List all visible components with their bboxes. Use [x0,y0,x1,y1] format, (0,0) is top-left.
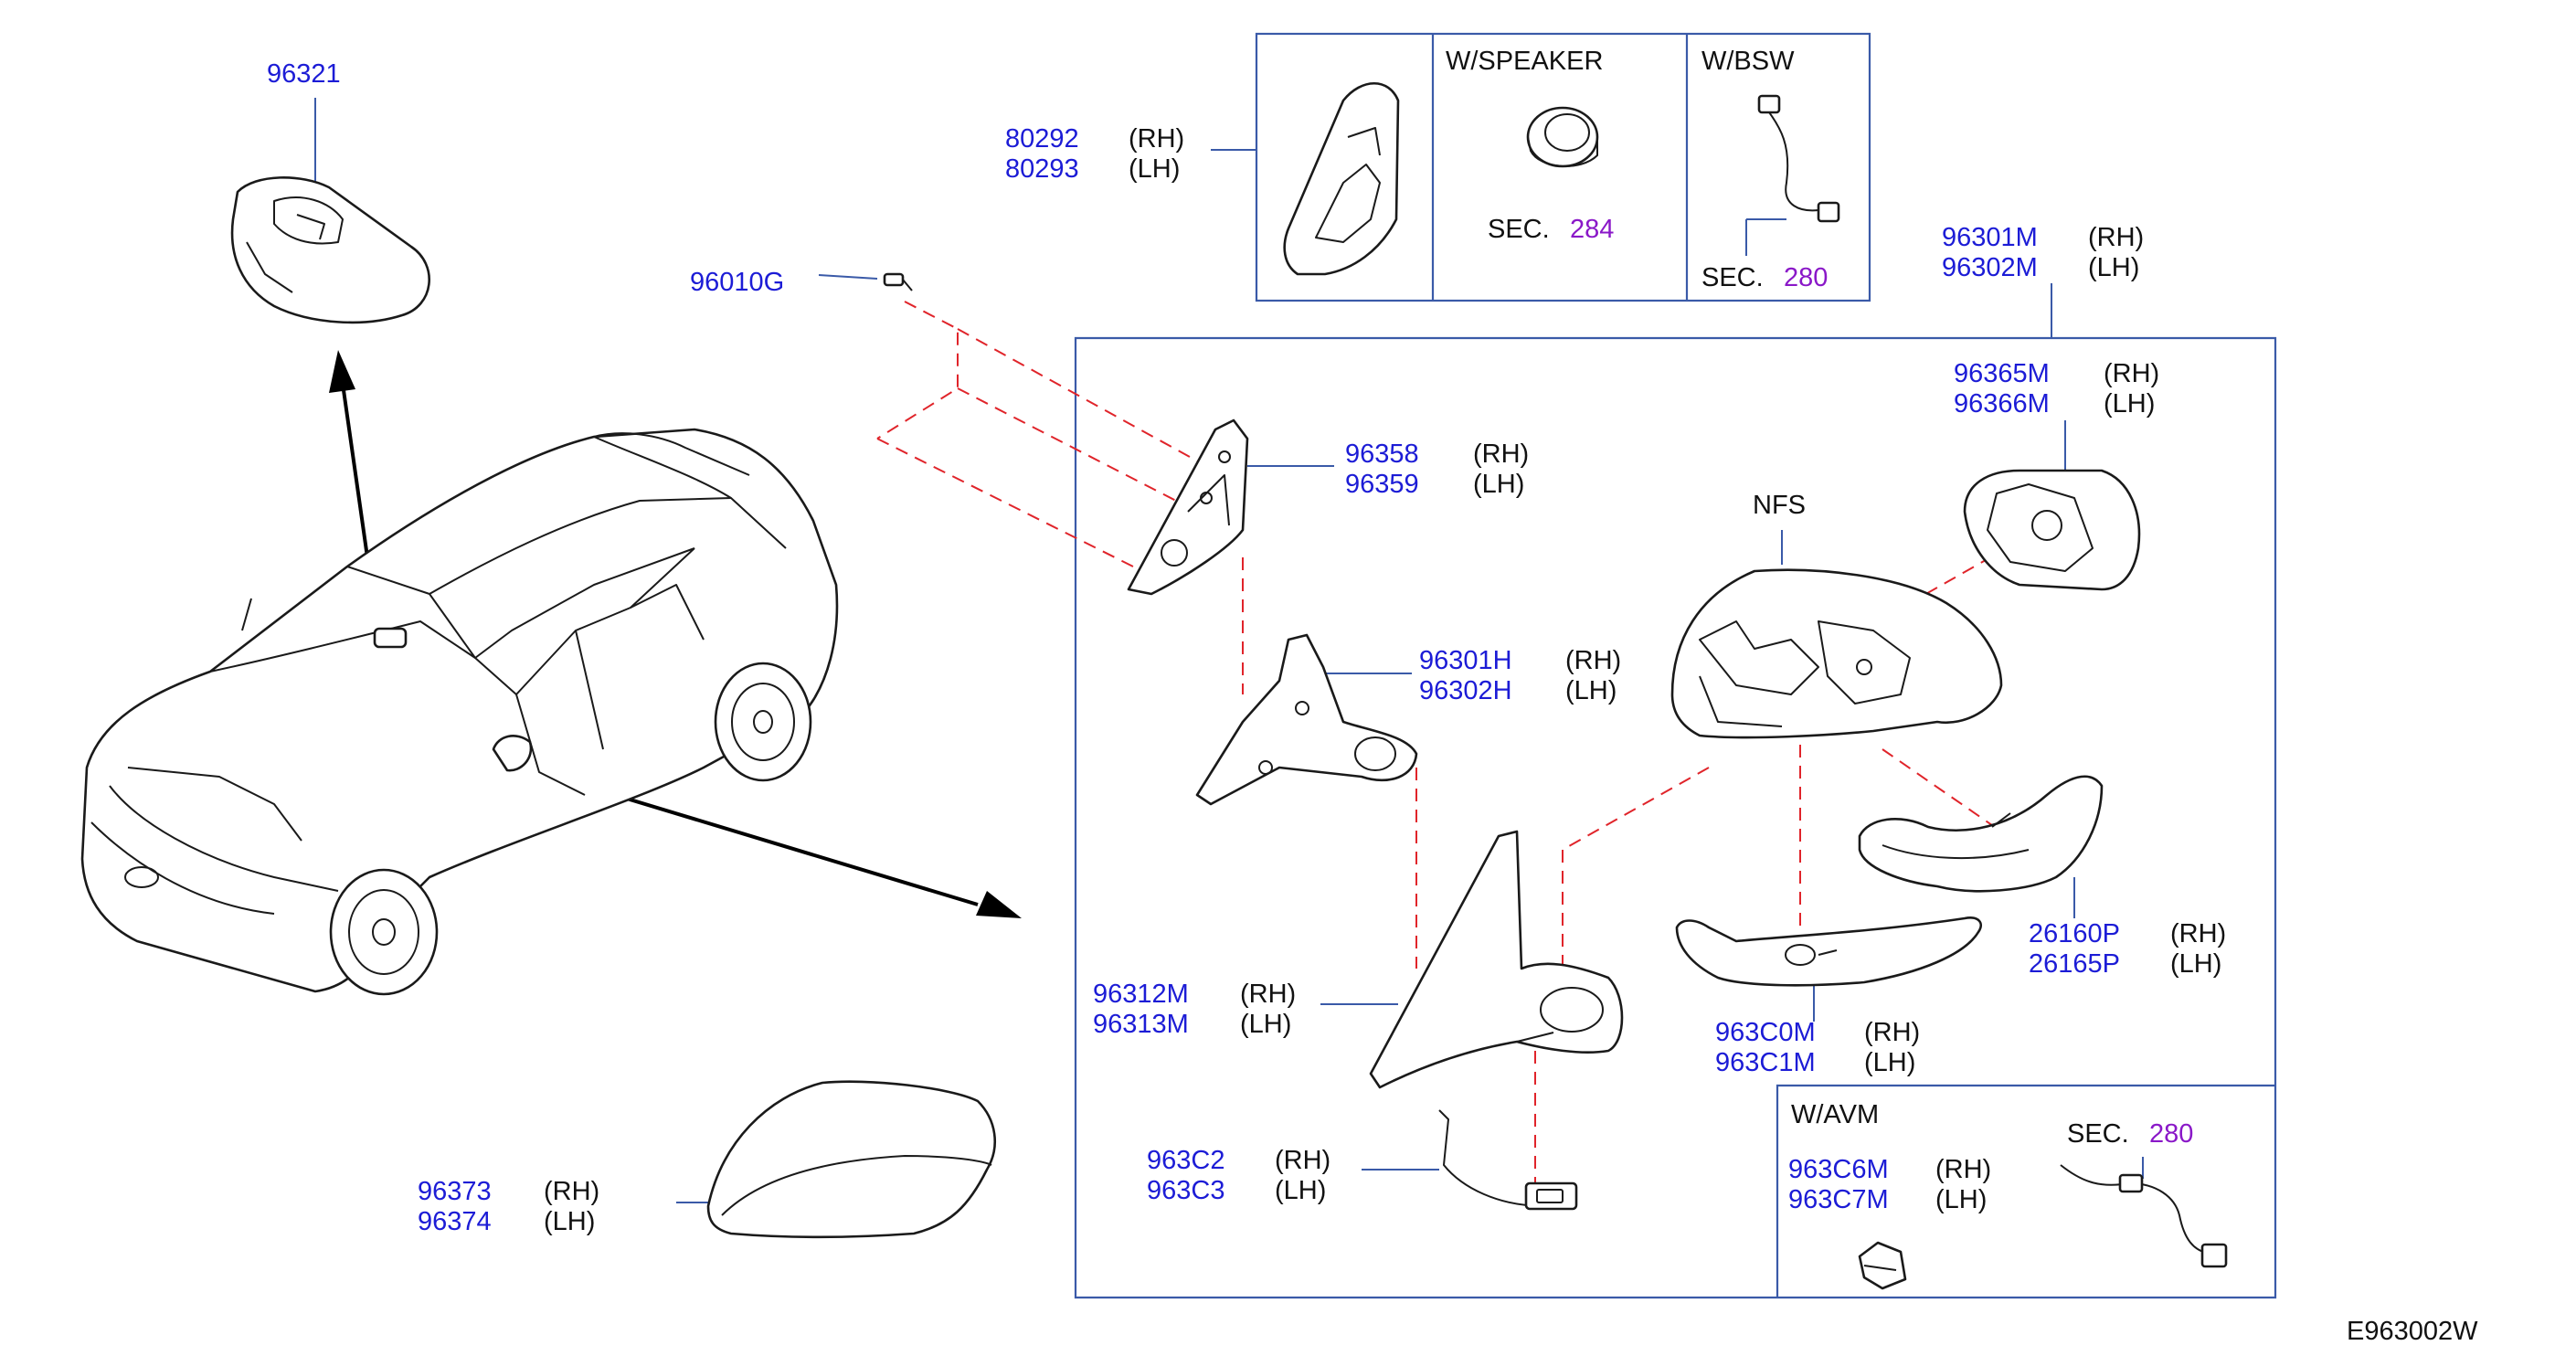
turn-lamp-rh-side: (RH) [2170,919,2226,948]
drawing-code: E963002W [2347,1317,2478,1346]
mirror-cap-lh-code: 96374 [418,1207,492,1236]
turn-lamp-lh-code: 26165P [2029,949,2120,979]
avm-sec-label: SEC. [2067,1119,2129,1149]
nfs-label: NFS [1753,491,1806,520]
vehicle-illustration [80,428,839,996]
avm-inset-frame [1776,1084,2275,1298]
bracket-lh-side: (LH) [1473,470,1524,499]
finisher-part [1283,81,1400,276]
mirror-harness-part [1438,1109,1578,1211]
actuator-part [1195,633,1418,806]
actuator-lh-side: (LH) [1565,676,1617,705]
bracket-lh-code: 96359 [1345,470,1419,499]
base-lh-side: (LH) [1240,1010,1291,1039]
avm-rh-side: (RH) [1935,1155,1991,1184]
assembly-dashed-lines [876,301,2048,1188]
harness-rh-side: (RH) [1275,1146,1330,1175]
inside-mirror-code: 96321 [267,59,341,89]
lower-cover-lh-side: (LH) [1864,1048,1915,1077]
avm-harness-part [2060,1164,2228,1268]
base-lh-code: 96313M [1093,1010,1189,1039]
bsw-sec-label: SEC. [1701,263,1764,292]
bsw-harness-part [1757,94,1840,223]
glass-rh-code: 96365M [1954,359,2050,388]
mirror-cap-rh-code: 96373 [418,1177,492,1206]
avm-camera-part [1858,1241,1907,1290]
avm-lh-side: (LH) [1935,1185,1987,1214]
speaker-title: W/SPEAKER [1446,47,1603,76]
mirror-cap-rh-side: (RH) [544,1177,599,1206]
harness-rh-code: 963C2 [1147,1146,1224,1175]
assembly-lh-code: 96302M [1942,253,2038,282]
mirror-cap-lh-side: (LH) [544,1207,595,1236]
avm-lh-code: 963C7M [1788,1185,1889,1214]
actuator-rh-code: 96301H [1419,646,1512,675]
bracket-rh-code: 96358 [1345,440,1419,469]
turn-lamp-part [1858,775,2104,893]
assembly-rh-code: 96301M [1942,223,2038,252]
avm-rh-code: 963C6M [1788,1155,1889,1184]
avm-sec-ref: 280 [2149,1119,2193,1149]
screw-code: 96010G [690,268,784,297]
harness-lh-code: 963C3 [1147,1176,1224,1205]
finisher-rh-side: (RH) [1129,124,1184,154]
speaker-sec-ref: 284 [1570,215,1614,244]
top-inset-frame [1255,32,1871,302]
assembly-lh-side: (LH) [2088,253,2139,282]
lower-cover-lh-code: 963C1M [1715,1048,1816,1077]
finisher-lh-code: 80293 [1005,154,1079,184]
avm-title: W/AVM [1791,1100,1879,1129]
finisher-lh-side: (LH) [1129,154,1180,184]
mirror-cap-part [706,1080,997,1239]
turn-lamp-lh-side: (LH) [2170,949,2221,979]
screw-part [883,272,913,291]
main-assembly-frame [1074,336,2277,1299]
finisher-rh-code: 80292 [1005,124,1079,154]
turn-lamp-rh-code: 26160P [2029,919,2120,948]
bsw-sec-ref: 280 [1784,263,1828,292]
actuator-rh-side: (RH) [1565,646,1621,675]
speaker-part [1526,106,1599,168]
base-rh-code: 96312M [1093,980,1189,1009]
harness-lh-side: (LH) [1275,1176,1326,1205]
mirror-base-part [1369,830,1624,1089]
bracket-rh-side: (RH) [1473,440,1529,469]
lower-cover-part [1675,916,1983,987]
assembly-rh-side: (RH) [2088,223,2144,252]
base-rh-side: (RH) [1240,980,1296,1009]
speaker-sec-label: SEC. [1488,215,1550,244]
bsw-title: W/BSW [1701,47,1795,76]
inside-mirror-part [230,176,430,324]
bracket-part [1127,418,1249,596]
lower-cover-rh-code: 963C0M [1715,1018,1816,1047]
mirror-housing-part [1670,568,2003,739]
actuator-lh-code: 96302H [1419,676,1512,705]
glass-lh-side: (LH) [2104,389,2155,418]
lower-cover-rh-side: (RH) [1864,1018,1920,1047]
mirror-glass-part [1963,469,2141,591]
glass-lh-code: 96366M [1954,389,2050,418]
glass-rh-side: (RH) [2104,359,2159,388]
